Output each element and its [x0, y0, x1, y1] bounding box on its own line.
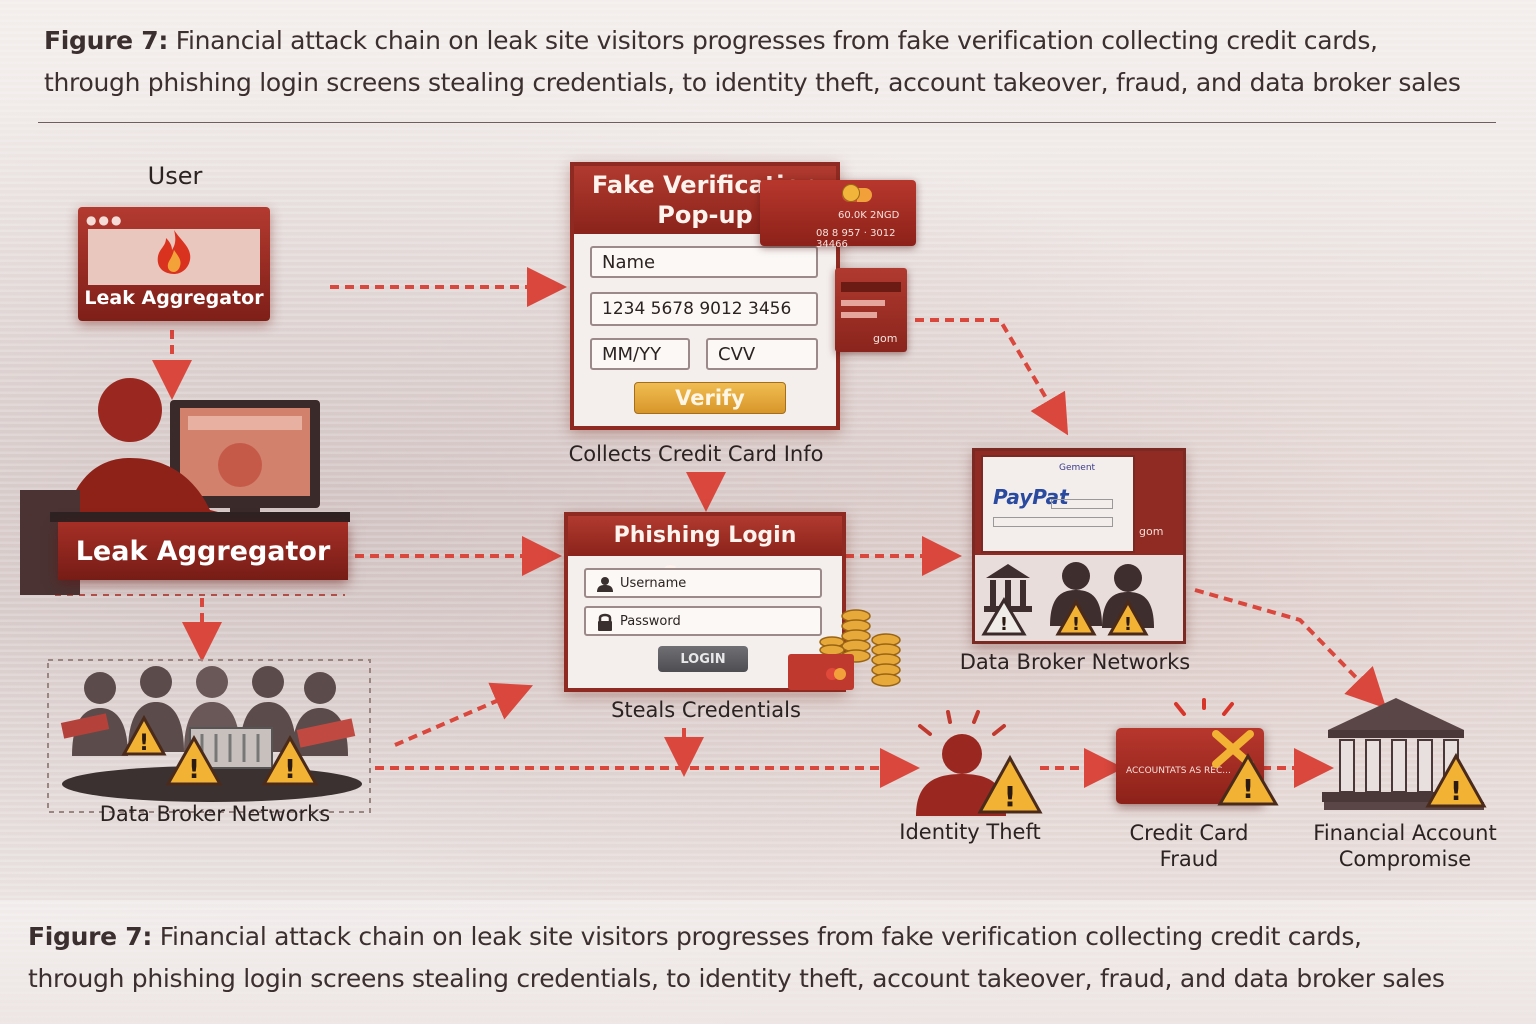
password-placeholder: Password — [620, 613, 681, 629]
broker-group-outline — [47, 659, 371, 813]
data-broker-left-label: Data Broker Networks — [99, 802, 331, 826]
verify-button[interactable]: Verify — [634, 382, 786, 414]
coins-icon — [788, 609, 901, 690]
warning-icon: ! — [981, 597, 1027, 636]
fraud-marks: ! — [1174, 698, 1279, 806]
caption-bottom-line-1: Financial attack chain on leak site visi… — [159, 922, 1362, 951]
phishing-login-screen: Phishing Login Screen Username Password … — [564, 512, 846, 692]
identity-theft-illustration: ! — [916, 710, 1043, 816]
popup-title-line-2: Pop-up — [657, 201, 753, 229]
svg-text:!: ! — [1072, 614, 1080, 635]
window-dots: ●●● — [86, 213, 124, 227]
expiry-field[interactable]: MM/YY — [590, 338, 690, 370]
username-field[interactable]: Username — [584, 568, 822, 598]
caption-line-1: Financial attack chain on leak site visi… — [175, 26, 1378, 55]
card-line — [841, 312, 877, 318]
form-line — [1051, 499, 1113, 509]
svg-text:!: ! — [1124, 614, 1132, 635]
warning-icon: ! — [165, 734, 223, 786]
card-stripe — [841, 282, 901, 292]
data-broker-right-icons: ! ! ! — [981, 562, 1154, 636]
data-broker-right-label: Data Broker Networks — [959, 650, 1191, 674]
credit-card-fraud-line-1: Credit Card — [1129, 821, 1249, 845]
fire-icon — [157, 230, 191, 274]
warning-icon: ! — [1217, 753, 1279, 806]
lock-icon — [598, 613, 612, 631]
card-number-field[interactable]: 1234 5678 9012 3456 — [590, 292, 818, 326]
svg-text:!: ! — [1000, 614, 1008, 635]
arrow-broker-to-bank — [1194, 588, 1387, 709]
leak-aggregator-window-label: Leak Aggregator — [84, 287, 264, 309]
caption-line-2: through phishing login screens stealing … — [44, 68, 1461, 97]
leak-aggregator-banner: Leak Aggregator — [58, 522, 348, 580]
cvv-field[interactable]: CVV — [706, 338, 818, 370]
phishing-title: Phishing Login Screen — [568, 516, 842, 588]
figure-caption-top: Figure 7: Financial attack chain on leak… — [44, 20, 1514, 104]
credit-card-icon — [788, 654, 854, 690]
arrow-leftbroker-to-phishing — [394, 682, 534, 747]
coin-icon — [842, 184, 860, 202]
credit-card-fraud-label: Credit Card Fraud — [1100, 820, 1278, 872]
password-field[interactable]: Password — [584, 606, 822, 636]
paypal-brand: PayPat — [993, 485, 1069, 509]
card-text-2: 08 8 957 · 3012 34466 — [816, 228, 896, 250]
username-placeholder: Username — [620, 575, 687, 591]
caption-divider — [38, 122, 1496, 123]
phishing-caption: Steals Credentials — [611, 698, 801, 722]
warning-icon: ! — [1055, 598, 1097, 636]
user-icon — [597, 577, 613, 592]
financial-account-illustration: ! — [1322, 698, 1487, 810]
popup-caption: Collects Credit Card Info — [568, 442, 824, 466]
user-label: User — [147, 162, 203, 190]
warning-icon: ! — [977, 754, 1043, 814]
identity-theft-label: Identity Theft — [899, 820, 1041, 844]
credit-card-icon: gom — [835, 268, 907, 352]
name-field[interactable]: Name — [590, 246, 818, 278]
svg-text:!: ! — [188, 755, 200, 785]
svg-text:!: ! — [1450, 777, 1462, 807]
broker-side-text: gom — [1139, 525, 1164, 538]
form-line — [993, 517, 1113, 527]
x-mark-icon — [1212, 730, 1254, 768]
leak-aggregator-label: Leak Aggregator — [75, 535, 331, 567]
credit-card-fraud-line-2: Fraud — [1159, 847, 1219, 871]
login-button[interactable]: LOGIN — [658, 646, 748, 672]
svg-text:!: ! — [1242, 775, 1254, 805]
bottom-caption-band — [0, 900, 1536, 1024]
svg-text:!: ! — [284, 755, 296, 785]
financial-account-line-2: Compromise — [1338, 847, 1472, 871]
warning-icon: ! — [1425, 752, 1487, 808]
card-text-1: 60.0K 2NGD — [838, 210, 900, 221]
window-tab-text: Gement — [1059, 463, 1096, 473]
caption-bottom-line-2: through phishing login screens stealing … — [28, 964, 1445, 993]
svg-text:!: ! — [139, 731, 149, 756]
arrow-popup-to-broker — [915, 318, 1069, 436]
warning-icon: ! — [121, 714, 167, 756]
data-broker-left-illustration: ! ! ! — [60, 666, 362, 802]
financial-account-label: Financial Account Compromise — [1292, 820, 1518, 872]
svg-text:!: ! — [1004, 780, 1017, 813]
figure-label: Figure 7: — [44, 26, 169, 55]
credit-card-icon: 60.0K 2NGD 08 8 957 · 3012 34466 — [760, 180, 916, 250]
figure-caption-bottom: Figure 7: Financial attack chain on leak… — [28, 916, 1533, 1000]
card-line — [841, 300, 885, 306]
warning-icon: ! — [261, 734, 319, 786]
warning-icon: ! — [1107, 598, 1149, 636]
paypal-window: Gement PayPat — [981, 455, 1135, 553]
fraud-card-text: ACCOUNTATS AS REC... — [1126, 766, 1231, 776]
financial-account-line-1: Financial Account — [1313, 821, 1497, 845]
card-side-text: gom — [873, 332, 898, 345]
figure-label-bottom: Figure 7: — [28, 922, 153, 951]
